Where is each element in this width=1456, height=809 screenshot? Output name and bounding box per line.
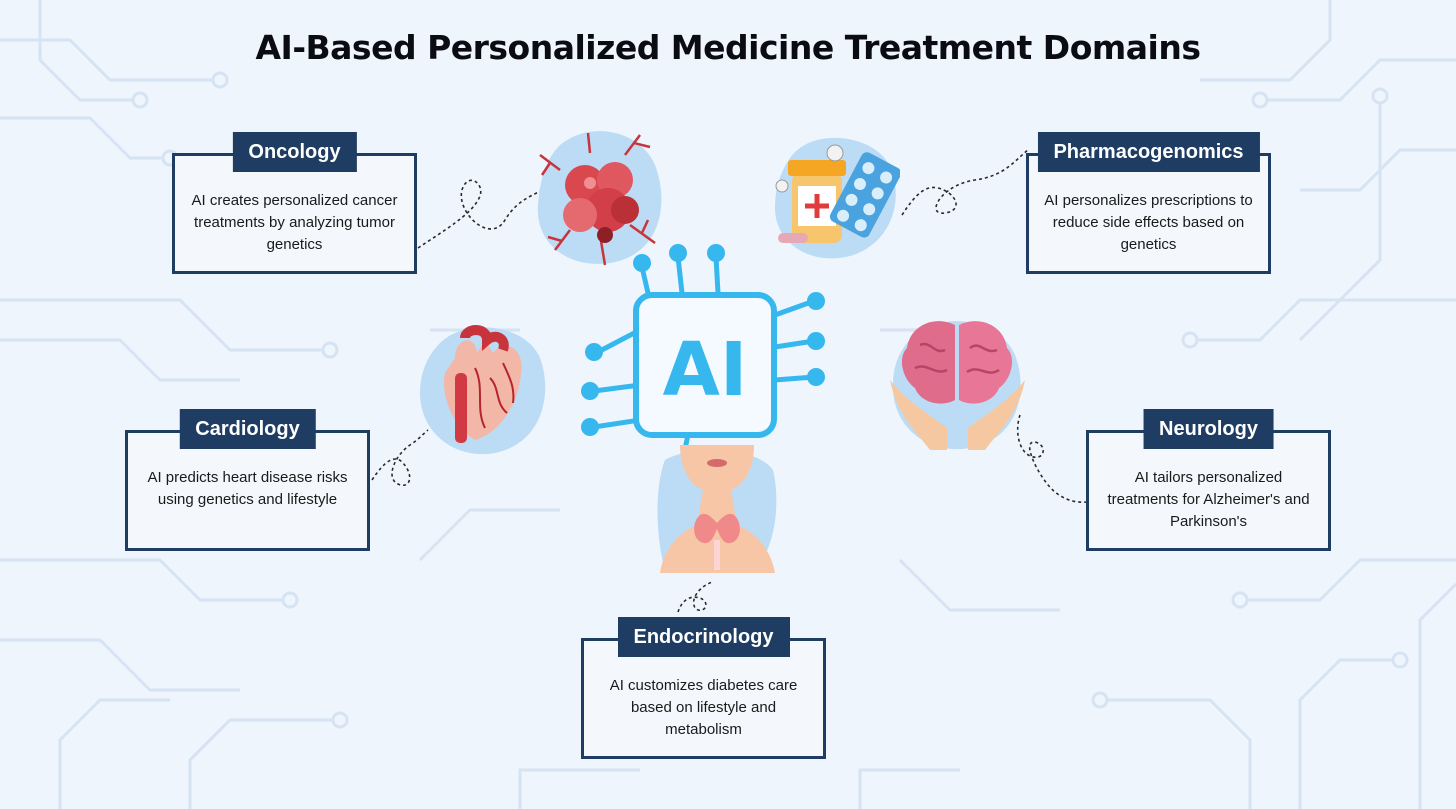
pills-icon [775, 137, 900, 259]
brain-in-hands-icon [890, 321, 1025, 450]
card-cardiology: Cardiology AI predicts heart disease ris… [125, 409, 370, 551]
card-neurology: Neurology AI tailors personalized treatm… [1086, 409, 1331, 551]
card-desc-oncology: AI creates personalized cancer treatment… [191, 192, 398, 253]
card-label-pharmacogenomics: Pharmacogenomics [1037, 132, 1260, 172]
card-desc-pharmacogenomics: AI personalizes prescriptions to reduce … [1044, 192, 1253, 253]
card-label-endocrinology: Endocrinology [617, 617, 790, 657]
card-pharmacogenomics: Pharmacogenomics AI personalizes prescri… [1026, 132, 1271, 274]
ai-chip-icon: AI [581, 244, 825, 452]
ai-chip-label: AI [663, 327, 748, 413]
card-oncology: Oncology AI creates personalized cancer … [172, 132, 417, 274]
card-label-cardiology: Cardiology [179, 409, 316, 449]
tumor-cells-icon [537, 131, 662, 266]
card-desc-cardiology: AI predicts heart disease risks using ge… [147, 469, 348, 508]
thyroid-icon [657, 445, 777, 573]
card-label-neurology: Neurology [1143, 409, 1274, 449]
card-endocrinology: Endocrinology AI customizes diabetes car… [581, 617, 826, 759]
page-title: AI-Based Personalized Medicine Treatment… [255, 28, 1201, 67]
card-desc-neurology: AI tailors personalized treatments for A… [1107, 469, 1310, 530]
card-desc-endocrinology: AI customizes diabetes care based on lif… [609, 677, 798, 738]
card-label-oncology: Oncology [232, 132, 357, 172]
heart-icon [420, 325, 546, 455]
